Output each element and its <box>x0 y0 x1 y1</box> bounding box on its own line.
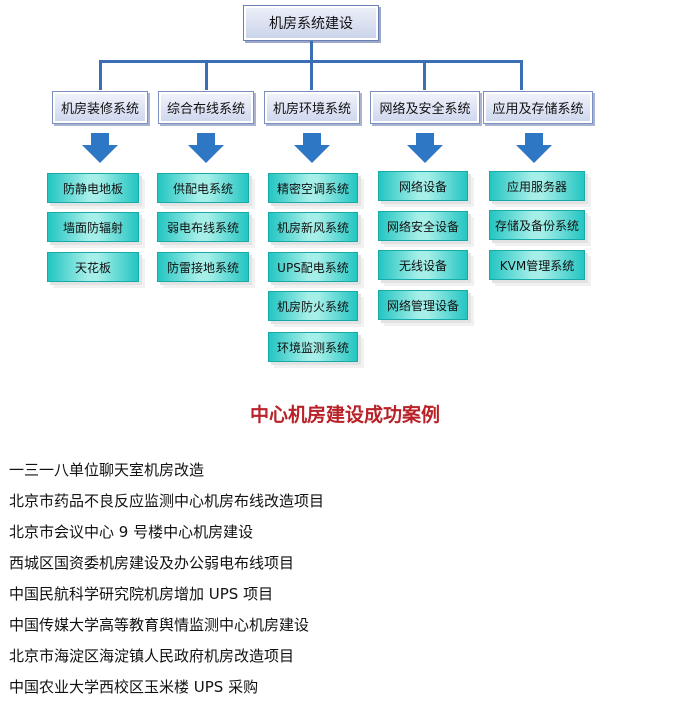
down-arrow-icon <box>407 133 443 163</box>
cases-list: 一三一八单位聊天室机房改造 北京市药品不良反应监测中心机房布线改造项目 北京市会… <box>9 459 324 707</box>
case-item: 一三一八单位聊天室机房改造 <box>9 461 205 479</box>
case-item: 西城区国资委机房建设及办公弱电布线项目 <box>9 554 295 572</box>
case-item: 中国传媒大学高等教育舆情监测中心机房建设 <box>9 616 310 634</box>
branch-connector <box>423 60 426 90</box>
system-node-cabling: 综合布线系统 <box>158 91 254 124</box>
down-arrow-icon <box>82 133 118 163</box>
leaf-node: 无线设备 <box>378 250 468 280</box>
case-item: 北京市海淀区海淀镇人民政府机房改造项目 <box>9 647 295 665</box>
down-arrow-icon <box>188 133 224 163</box>
leaf-node: 应用服务器 <box>489 171 585 201</box>
leaf-node: 网络安全设备 <box>378 211 468 241</box>
leaf-node: KVM管理系统 <box>489 250 585 280</box>
root-node: 机房系统建设 <box>243 5 379 41</box>
branch-connector <box>99 60 102 90</box>
leaf-node: 防静电地板 <box>47 173 139 203</box>
leaf-node: 天花板 <box>47 252 139 282</box>
case-item: 北京市会议中心 9 号楼中心机房建设 <box>9 523 254 541</box>
branch-connector <box>310 60 313 90</box>
leaf-node: 机房新风系统 <box>268 212 358 242</box>
leaf-node: UPS配电系统 <box>268 252 358 282</box>
cases-heading: 中心机房建设成功案例 <box>249 404 440 426</box>
system-node-decoration: 机房装修系统 <box>52 91 148 124</box>
leaf-node: 存储及备份系统 <box>489 210 585 240</box>
case-item: 中国农业大学西校区玉米楼 UPS 采购 <box>9 678 259 696</box>
system-diagram: 机房系统建设 机房装修系统 综合布线系统 机房环境系统 网络及安全系统 应用及存… <box>47 5 593 362</box>
branch-connector <box>520 60 523 90</box>
system-node-network-security: 网络及安全系统 <box>370 91 480 124</box>
down-arrow-icon <box>294 133 330 163</box>
leaf-node: 网络设备 <box>378 171 468 201</box>
down-arrow-icon <box>516 133 552 163</box>
system-node-application-storage: 应用及存储系统 <box>483 91 593 124</box>
leaf-node: 墙面防辐射 <box>47 212 139 242</box>
branch-connector <box>205 60 208 90</box>
leaf-node: 精密空调系统 <box>268 173 358 203</box>
leaf-node: 防雷接地系统 <box>157 252 249 282</box>
leaf-node: 网络管理设备 <box>378 290 468 320</box>
leaf-node: 供配电系统 <box>157 173 249 203</box>
root-connector <box>310 41 313 61</box>
system-node-environment: 机房环境系统 <box>264 91 360 124</box>
case-item: 北京市药品不良反应监测中心机房布线改造项目 <box>9 492 325 510</box>
leaf-node: 机房防火系统 <box>268 291 358 321</box>
case-item: 中国民航科学研究院机房增加 UPS 项目 <box>9 585 274 603</box>
leaf-node: 弱电布线系统 <box>157 212 249 242</box>
leaf-node: 环境监测系统 <box>268 332 358 362</box>
